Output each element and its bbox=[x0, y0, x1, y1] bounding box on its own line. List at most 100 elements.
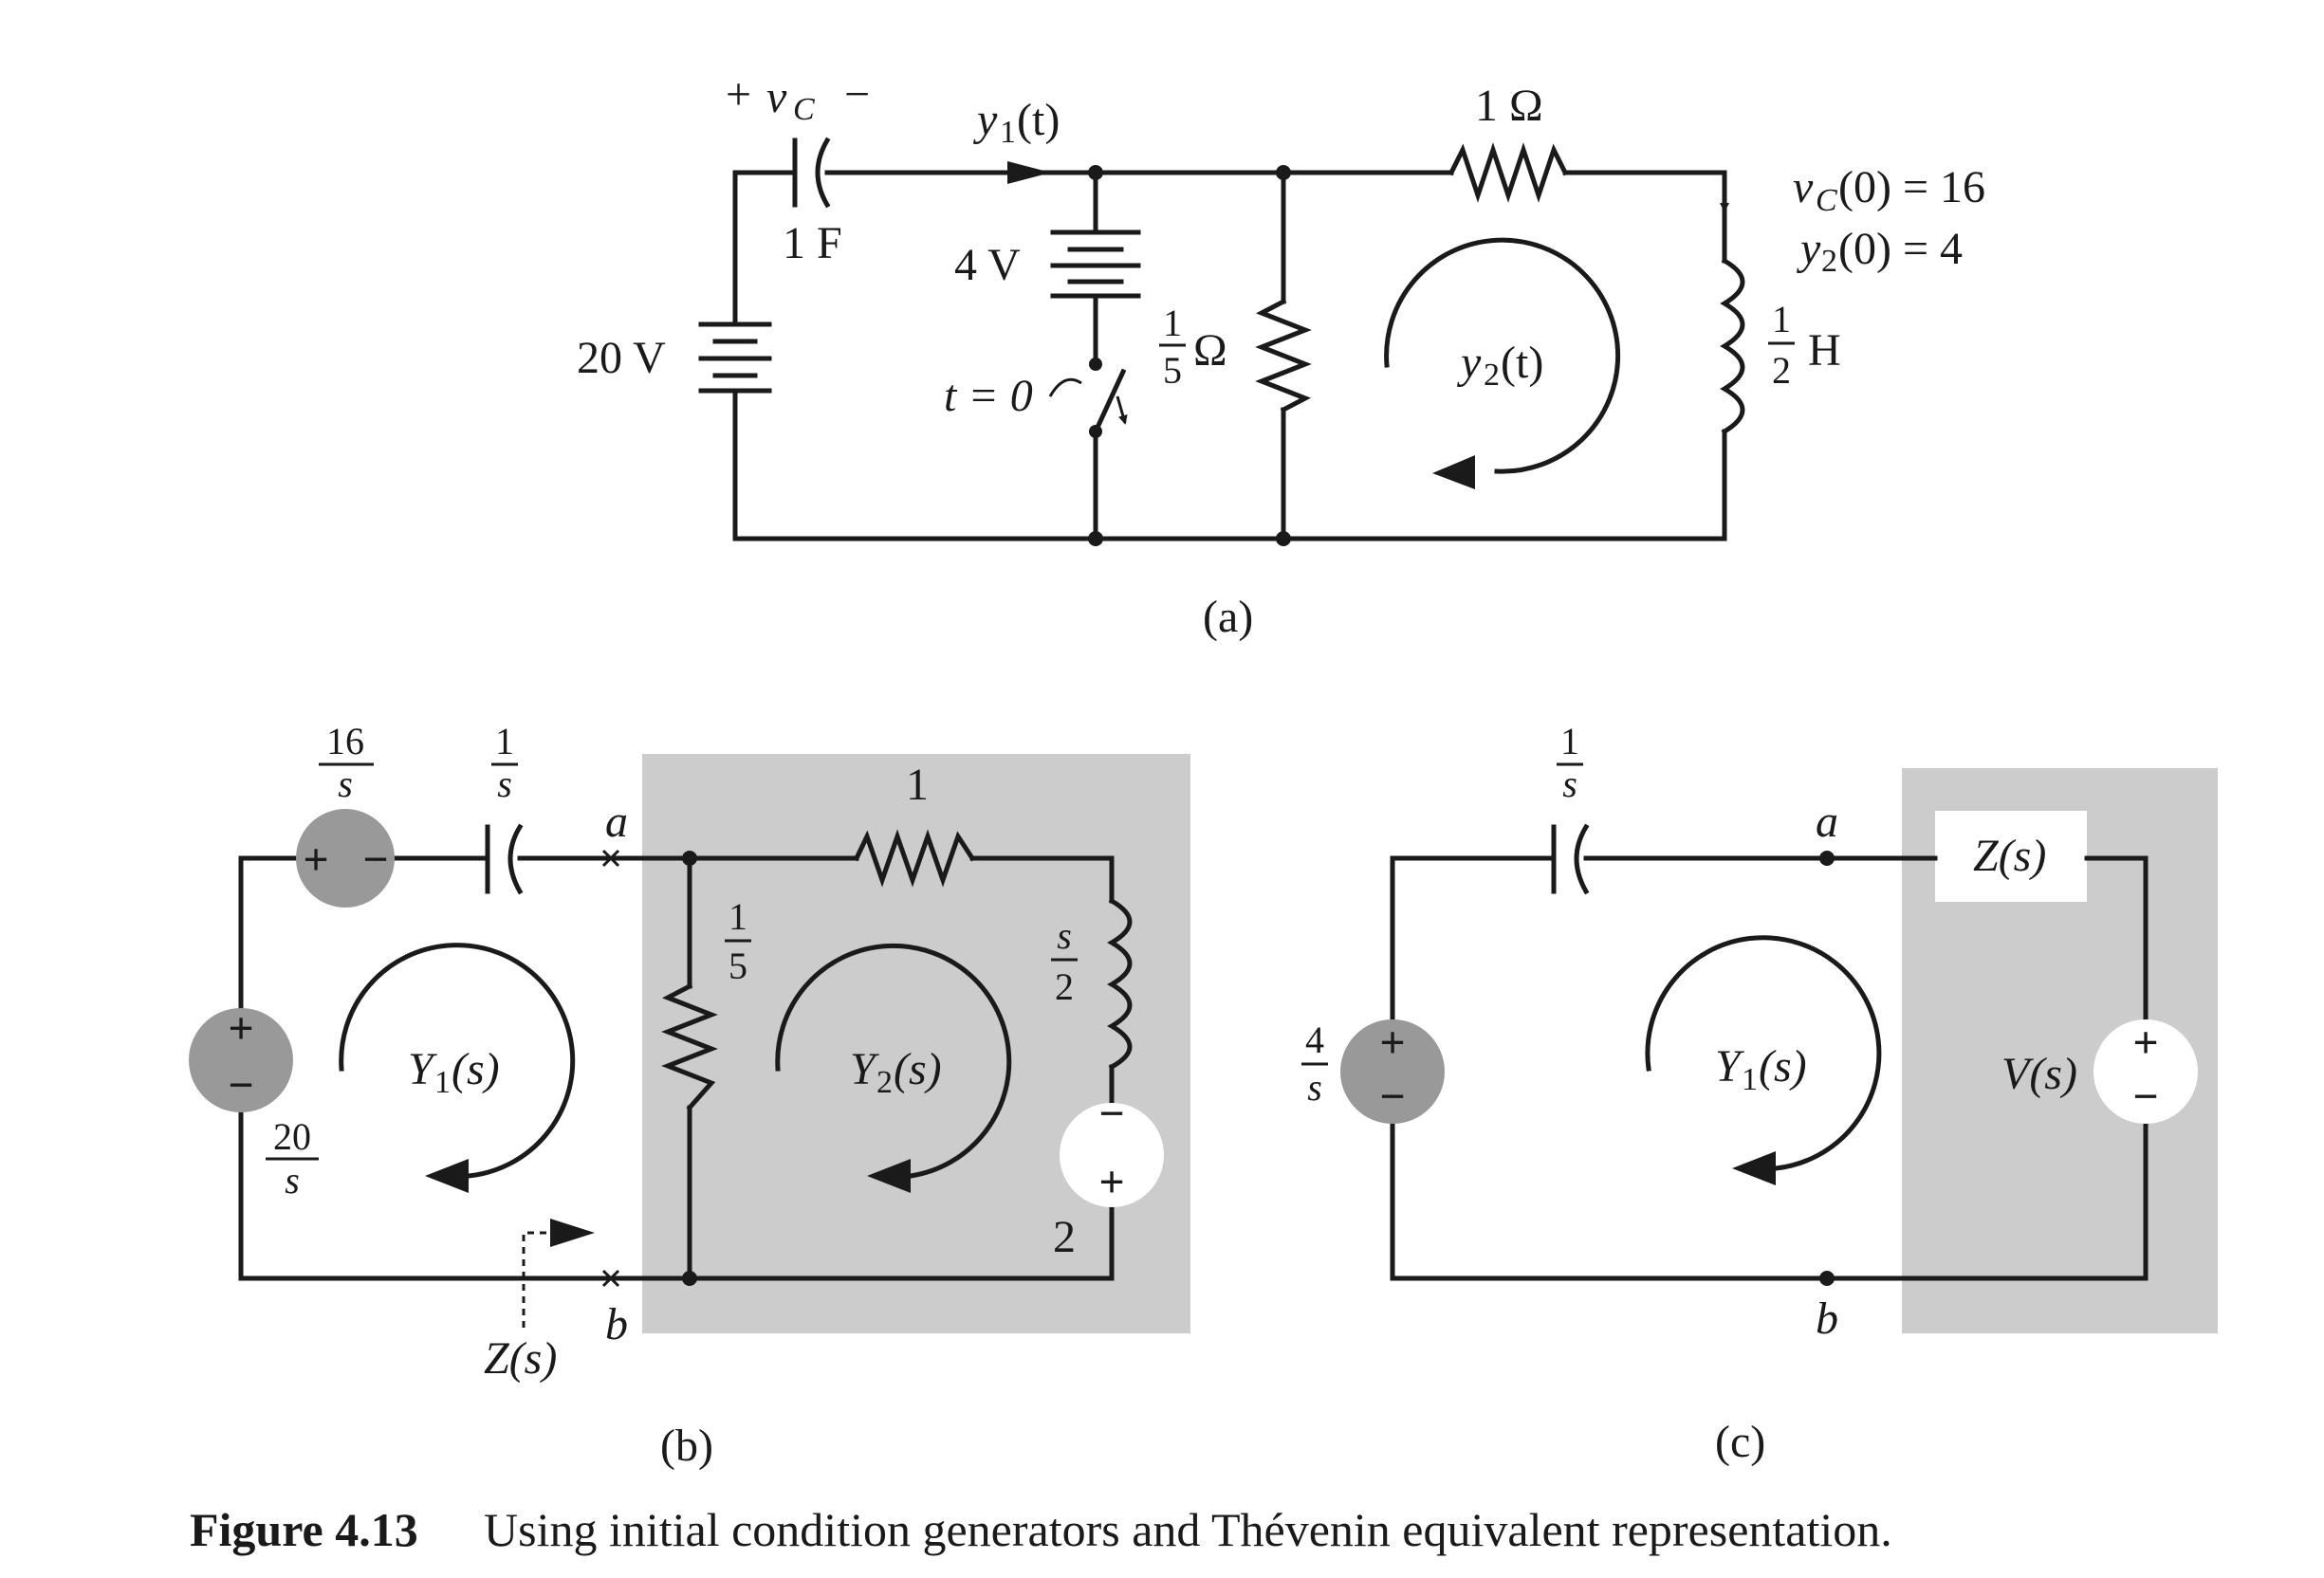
arrowhead-Y1-c bbox=[1732, 1151, 1776, 1185]
source-16-over-s bbox=[296, 809, 395, 908]
wire-a-left-bottom bbox=[732, 388, 1727, 541]
junction-dot bbox=[1276, 531, 1291, 546]
label-switch-t0: t = 0 bbox=[944, 371, 1033, 421]
label-node-b-b: b bbox=[605, 1299, 628, 1349]
label-Y1-arg-c: (s) bbox=[1759, 1041, 1807, 1092]
arrow-y1 bbox=[1007, 161, 1051, 184]
label-cap-num-c: 1 bbox=[1560, 720, 1579, 762]
label-node-b-c: b bbox=[1816, 1294, 1838, 1344]
arrowhead-Y1 bbox=[425, 1159, 469, 1193]
label-20: 20 bbox=[273, 1115, 311, 1158]
label-ic1-rest: (0) = 16 bbox=[1838, 162, 1985, 212]
arrow-mesh-y2 bbox=[1384, 237, 1621, 474]
terminal-marker-b bbox=[601, 1269, 620, 1288]
sign-minus: − bbox=[1379, 1072, 1405, 1122]
arrow-mesh-Y2 bbox=[775, 943, 1012, 1179]
label-zs-c: Z(s) bbox=[1973, 831, 2046, 881]
label-ic2-sub: 2 bbox=[1821, 244, 1837, 279]
dashed-zs-indicator bbox=[522, 1231, 550, 1328]
battery-20v bbox=[698, 321, 772, 394]
label-zs-b: Z(s) bbox=[484, 1333, 557, 1384]
label-ind-den-b: 2 bbox=[1055, 965, 1074, 1008]
arrowhead-Y2 bbox=[867, 1159, 911, 1193]
arrowhead-y2 bbox=[1432, 455, 1475, 489]
label-y2-arg: (t) bbox=[1501, 338, 1543, 388]
battery-4v bbox=[1050, 229, 1141, 299]
panel-c: + − + − 1 s a b 4 s Y 1 (s) Z(s) V(s) (c… bbox=[1301, 720, 2218, 1467]
junction-dot bbox=[682, 1271, 697, 1286]
label-ind-num-b: s bbox=[1057, 914, 1072, 957]
wire-a-top-right bbox=[1562, 170, 1727, 264]
label-r5-den: 5 bbox=[1163, 349, 1182, 392]
resistor-one-fifth-b bbox=[661, 982, 718, 1111]
label-ic1-sub: C bbox=[1816, 183, 1837, 218]
sign-minus: − bbox=[228, 1060, 253, 1110]
label-4-den: s bbox=[1307, 1066, 1322, 1109]
label-Y1-arg-b: (s) bbox=[452, 1044, 500, 1094]
capacitor-1f bbox=[792, 137, 831, 209]
label-r5-den-b: 5 bbox=[729, 945, 747, 987]
label-vc-minus: − bbox=[844, 69, 870, 119]
panel-label-c: (c) bbox=[1715, 1417, 1765, 1467]
label-vc: v bbox=[766, 72, 787, 122]
wire-a-left-top bbox=[732, 170, 798, 325]
label-Y1-sub-c: 1 bbox=[1742, 1062, 1758, 1097]
label-cap-num: 1 bbox=[495, 720, 514, 762]
panel-label-a: (a) bbox=[1203, 592, 1253, 642]
wire-c-bottom bbox=[1390, 1121, 2149, 1281]
shaded-thevenin-region-b bbox=[642, 754, 1190, 1333]
terminal-marker-a bbox=[601, 849, 620, 868]
arrow-mesh-Y1 bbox=[339, 943, 576, 1179]
label-Y2-sub-b: 2 bbox=[876, 1065, 893, 1100]
label-vc-sub: C bbox=[793, 92, 815, 127]
source-20-over-s bbox=[189, 1008, 293, 1112]
wire-c-top bbox=[1390, 855, 2149, 1022]
junction-dot bbox=[1088, 531, 1103, 546]
label-ic2-rest: (0) = 4 bbox=[1838, 224, 1963, 274]
label-vs: V(s) bbox=[2001, 1049, 2077, 1099]
label-y1: y bbox=[972, 95, 998, 145]
resistor-one-fifth-ohm bbox=[1255, 298, 1312, 413]
switch-t0 bbox=[1048, 358, 1128, 438]
junction-dot bbox=[1088, 165, 1103, 180]
label-r5-num-b: 1 bbox=[729, 895, 747, 938]
inductor-half-h bbox=[1720, 257, 1745, 435]
label-node-a-c: a bbox=[1816, 797, 1838, 847]
sign-plus: + bbox=[1098, 1157, 1124, 1207]
sign-minus: − bbox=[1098, 1089, 1124, 1139]
label-r1-ohm: 1 Ω bbox=[1475, 81, 1543, 131]
sign-plus: + bbox=[303, 835, 328, 885]
label-cap-den: s bbox=[497, 762, 512, 805]
label-r1-b: 1 bbox=[906, 760, 929, 810]
label-Y1-sub-b: 1 bbox=[434, 1065, 451, 1100]
sign-plus: + bbox=[228, 1003, 253, 1054]
label-Y2-b: Y bbox=[850, 1044, 879, 1094]
junction-dot bbox=[1276, 165, 1291, 180]
source-Vs bbox=[2093, 1019, 2198, 1124]
label-y1-arg: (t) bbox=[1017, 95, 1060, 145]
sign-plus: + bbox=[1379, 1018, 1405, 1068]
arrow-mesh-Y1-c bbox=[1645, 935, 1882, 1171]
label-ic1: v bbox=[1793, 162, 1814, 212]
capacitor-1-over-s-b bbox=[485, 823, 524, 895]
label-ind-den: 2 bbox=[1772, 349, 1791, 392]
node-dot-b bbox=[1819, 1271, 1835, 1286]
arrowhead-zs bbox=[550, 1219, 595, 1247]
label-vc-plus: + bbox=[726, 69, 751, 119]
inductor-s-over-2 bbox=[1107, 897, 1133, 1071]
resistor-1-b bbox=[853, 829, 976, 888]
panel-a: + v C − 1 F y 1 (t) 20 V 4 V t = 0 1 5 Ω… bbox=[577, 69, 1985, 642]
source-2 bbox=[1060, 1103, 1164, 1207]
label-20v: 20 V bbox=[577, 333, 666, 383]
label-r5-num: 1 bbox=[1163, 302, 1182, 344]
sign-minus: − bbox=[362, 835, 388, 885]
label-4: 4 bbox=[1305, 1018, 1324, 1061]
label-cap-1f: 1 F bbox=[783, 218, 842, 268]
label-4v: 4 V bbox=[954, 240, 1021, 290]
label-y2: y bbox=[1456, 338, 1482, 388]
label-Y1-b: Y bbox=[408, 1044, 437, 1094]
panel-label-b: (b) bbox=[660, 1421, 713, 1471]
label-16-den: s bbox=[338, 762, 353, 805]
label-cap-den-c: s bbox=[1562, 762, 1577, 805]
